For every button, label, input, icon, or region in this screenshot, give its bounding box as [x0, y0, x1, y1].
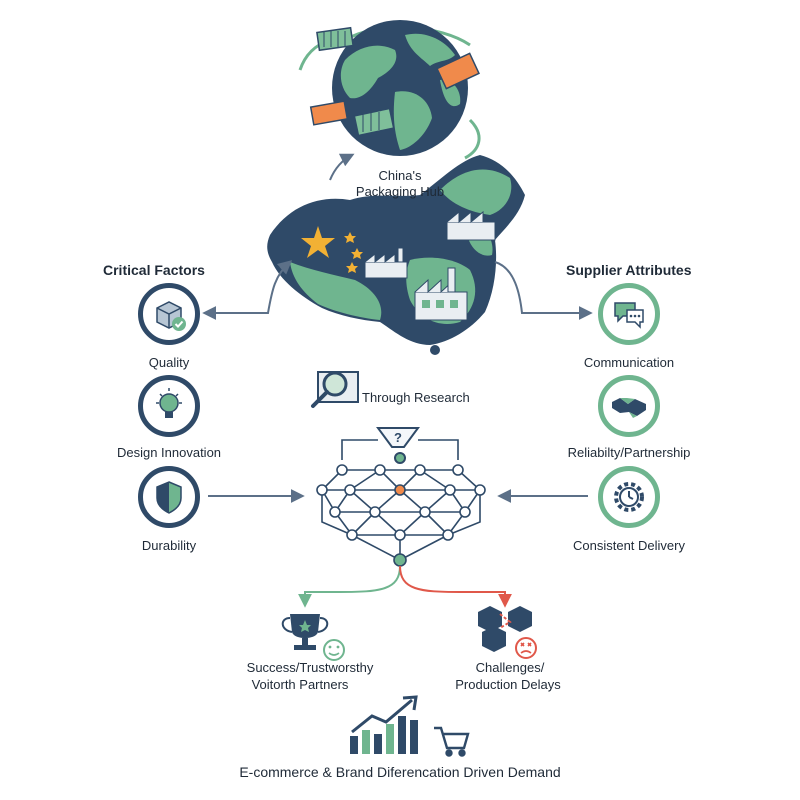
consistent-delivery-label: Consistent Delivery	[573, 538, 685, 553]
magnifier-icon	[311, 371, 359, 408]
success-label-line2: Voitorth Partners	[251, 677, 349, 692]
factory-icon	[364, 247, 408, 279]
success-label-line1: Success/Trustworsthy	[246, 660, 374, 675]
research-label: Through Research	[362, 390, 470, 405]
hub-label-line1: China's	[378, 168, 422, 183]
communication-label: Communication	[583, 355, 675, 370]
hub-label-line2: Packaging Hub	[355, 184, 445, 199]
gear-clock-icon	[614, 482, 644, 512]
consistent-delivery-circle	[598, 466, 660, 528]
shipping-container-icon	[316, 26, 354, 52]
supplier-attributes-title: Supplier Attributes	[566, 262, 692, 278]
durability-circle	[138, 466, 200, 528]
quality-circle	[138, 283, 200, 345]
shipping-container-icon	[309, 100, 349, 126]
trophy-icon	[281, 614, 345, 661]
chat-bubbles-icon	[614, 302, 644, 329]
globe-icon	[298, 20, 481, 160]
design-innovation-circle	[138, 375, 200, 437]
growth-chart-icon	[350, 695, 418, 754]
broken-boxes-icon	[478, 606, 537, 659]
footer-label: E-commerce & Brand Diferencation Driven …	[239, 764, 561, 780]
challenges-label-line1: Challenges/	[475, 660, 545, 675]
design-innovation-label: Design Innovation	[116, 445, 222, 460]
svg-text:?: ?	[394, 430, 402, 445]
durability-label: Durability	[141, 538, 197, 553]
lightbulb-icon	[156, 388, 182, 418]
star-icon	[301, 226, 335, 258]
factory-icon	[446, 210, 496, 241]
box-check-icon	[156, 301, 186, 331]
quality-label: Quality	[148, 355, 190, 370]
reliability-label: Reliabilty/Partnership	[567, 445, 691, 460]
factory-icon	[414, 267, 468, 321]
challenges-label-line2: Production Delays	[455, 677, 561, 692]
shopping-cart-icon	[434, 726, 470, 757]
communication-circle	[598, 283, 660, 345]
china-map-icon	[267, 155, 525, 355]
shipping-container-icon	[353, 107, 395, 137]
reliability-circle	[598, 375, 660, 437]
critical-factors-title: Critical Factors	[103, 262, 205, 278]
shield-icon	[156, 481, 182, 514]
funnel-icon: ?	[376, 427, 420, 464]
handshake-icon	[612, 398, 646, 418]
shipping-container-icon	[436, 52, 480, 90]
